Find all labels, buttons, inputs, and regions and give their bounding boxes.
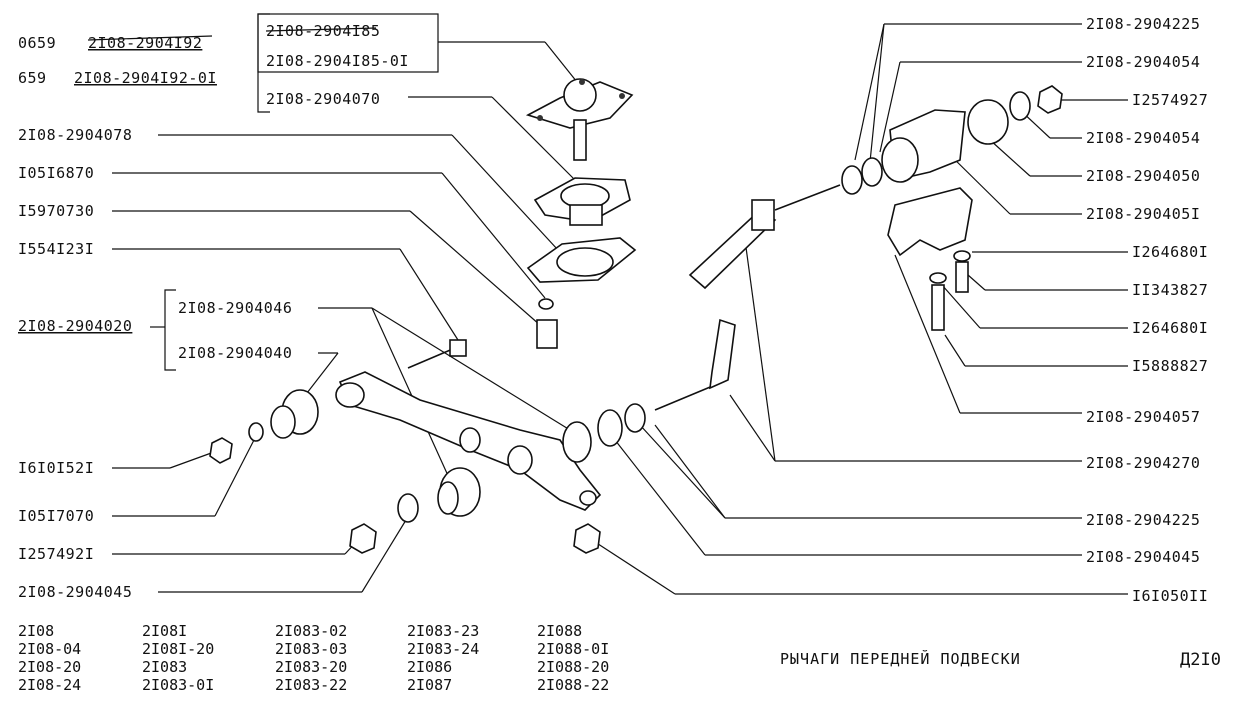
left-label-3: I554I23I bbox=[18, 240, 94, 258]
leader-line bbox=[371, 307, 571, 431]
model-code: 2I083-0I bbox=[142, 676, 215, 694]
leader-line bbox=[361, 519, 407, 593]
model-column-3: 2I083-23 2I083-24 2I086 2I087 bbox=[407, 622, 479, 694]
leader-line bbox=[451, 134, 559, 251]
bracket-box bbox=[257, 13, 439, 73]
right-label-7: II343827 bbox=[1132, 281, 1208, 299]
model-code: 2I087 bbox=[407, 676, 453, 694]
left-label-1: I05I6870 bbox=[18, 164, 94, 182]
arm-bracket bbox=[164, 289, 176, 371]
left-lower-label-0: I6I0I52I bbox=[18, 459, 94, 477]
leader-line bbox=[399, 248, 459, 341]
washer-icon bbox=[1009, 91, 1031, 121]
nut-icon bbox=[209, 437, 233, 464]
bracket-item-1: 2I08-2904I85-0I bbox=[266, 52, 409, 70]
right-leaders bbox=[591, 23, 1128, 595]
leader-line bbox=[441, 172, 546, 299]
diagram-title: РЫЧАГИ ПЕРЕДНЕЙ ПОДВЕСКИ bbox=[780, 650, 1021, 668]
header-code-a: 0659 bbox=[18, 34, 56, 52]
gasket-icon bbox=[526, 237, 637, 283]
right-label-10: 2I08-2904057 bbox=[1086, 408, 1200, 426]
model-code: 2I083-02 bbox=[275, 622, 348, 640]
header-part-b: 2I08-2904I92-0I bbox=[74, 69, 217, 87]
model-code: 2I086 bbox=[407, 658, 453, 676]
cushion-icon bbox=[967, 99, 1009, 145]
model-column-1: 2I08I 2I08I-20 2I083 2I083-0I bbox=[142, 622, 214, 694]
arm-item-1: 2I08-2904040 bbox=[178, 344, 292, 362]
nut-icon bbox=[349, 523, 377, 554]
arm-item-0: 2I08-2904046 bbox=[178, 299, 292, 317]
left-label-2: I5970730 bbox=[18, 202, 94, 220]
washer-set-icon bbox=[841, 157, 883, 195]
clamp-icon bbox=[887, 187, 973, 257]
right-label-6: I264680I bbox=[1132, 243, 1208, 261]
model-column-0: 2I08 2I08-04 2I08-20 2I08-24 bbox=[18, 622, 81, 694]
model-code: 2I083-22 bbox=[275, 676, 348, 694]
nut-icon bbox=[573, 523, 601, 554]
right-label-9: I5888827 bbox=[1132, 357, 1208, 375]
stabilizer-bar-icon bbox=[688, 184, 841, 290]
model-code: 2I08-24 bbox=[18, 676, 82, 694]
leader-line bbox=[491, 96, 581, 186]
nut-washer-icon bbox=[536, 298, 558, 349]
left-lower-label-1: I05I7070 bbox=[18, 507, 94, 525]
leader-line bbox=[214, 439, 255, 517]
model-code: 2I083-20 bbox=[275, 658, 348, 676]
right-label-8: I264680I bbox=[1132, 319, 1208, 337]
model-code: 2I08I-20 bbox=[142, 640, 215, 658]
right-label-0: 2I08-2904225 bbox=[1086, 15, 1200, 33]
right-label-14: I6I050II bbox=[1132, 587, 1208, 605]
model-code: 2I088-20 bbox=[537, 658, 610, 676]
ball-joint-icon bbox=[525, 78, 634, 161]
strike-line bbox=[265, 27, 377, 32]
left-lower-label-3: 2I08-2904045 bbox=[18, 583, 132, 601]
washer-icon bbox=[397, 493, 419, 523]
model-code: 2I088-22 bbox=[537, 676, 610, 694]
model-code: 2I083-24 bbox=[407, 640, 480, 658]
bushing-icon bbox=[437, 467, 481, 517]
right-label-column: 2I08-2904225 2I08-2904054 I2574927 2I08-… bbox=[1086, 15, 1208, 605]
model-column-2: 2I083-02 2I083-03 2I083-20 2I083-22 bbox=[275, 622, 347, 694]
left-label-0: 2I08-2904078 bbox=[18, 126, 132, 144]
header-code-b: 659 bbox=[18, 69, 47, 87]
page-code: Д2I0 bbox=[1180, 650, 1221, 670]
left-lower-label-2: I257492I bbox=[18, 545, 94, 563]
bracket-icon bbox=[881, 109, 966, 183]
bolt-washer-icon bbox=[929, 250, 971, 331]
strike-line bbox=[87, 35, 213, 41]
washer-icon bbox=[248, 422, 264, 442]
right-label-11: 2I08-2904270 bbox=[1086, 454, 1200, 472]
leader-line bbox=[371, 307, 451, 481]
right-label-5: 2I08-290405I bbox=[1086, 205, 1200, 223]
model-column-4: 2I088 2I088-0I 2I088-20 2I088-22 bbox=[537, 622, 609, 694]
bracket-item-0: 2I08-2904I85 bbox=[266, 22, 380, 40]
model-code: 2I08I bbox=[142, 622, 188, 640]
right-label-12: 2I08-2904225 bbox=[1086, 511, 1200, 529]
arm-assembly-label: 2I08-2904020 bbox=[18, 317, 132, 335]
ball-joint-housing-icon bbox=[533, 177, 631, 226]
right-label-2: I2574927 bbox=[1132, 91, 1208, 109]
model-code: 2I088 bbox=[537, 622, 583, 640]
model-code: 2I083-23 bbox=[407, 622, 480, 640]
model-code: 2I083 bbox=[142, 658, 188, 676]
bolt-icon bbox=[407, 339, 467, 369]
bushing-icon bbox=[270, 389, 319, 439]
leader-line bbox=[169, 451, 215, 469]
nut-icon bbox=[1037, 85, 1063, 114]
leader-line bbox=[409, 210, 541, 326]
right-label-3: 2I08-2904054 bbox=[1086, 129, 1200, 147]
bracket-item-2: 2I08-2904070 bbox=[266, 90, 380, 108]
right-label-1: 2I08-2904054 bbox=[1086, 53, 1200, 71]
right-label-13: 2I08-2904045 bbox=[1086, 548, 1200, 566]
model-code: 2I08-04 bbox=[18, 640, 82, 658]
strut-rod-icon bbox=[562, 318, 736, 463]
model-code: 2I088-0I bbox=[537, 640, 610, 658]
lower-arm-icon bbox=[335, 371, 602, 511]
model-code: 2I08 bbox=[18, 622, 55, 640]
model-code: 2I08-20 bbox=[18, 658, 82, 676]
model-code: 2I083-03 bbox=[275, 640, 348, 658]
right-label-4: 2I08-2904050 bbox=[1086, 167, 1200, 185]
